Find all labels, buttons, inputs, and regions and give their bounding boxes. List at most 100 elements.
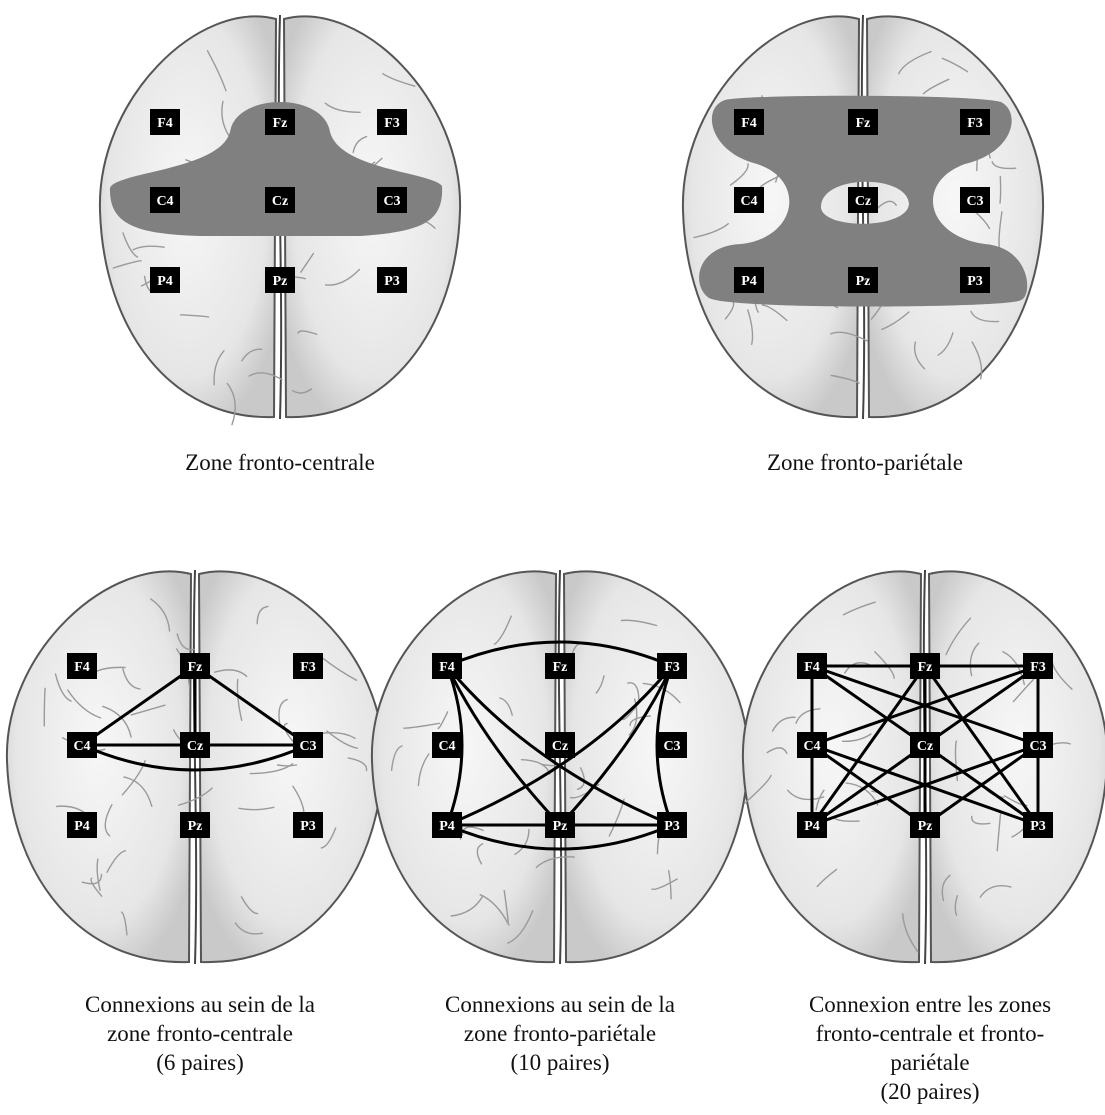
electrode-label: C4 bbox=[438, 739, 455, 754]
caption-line: Connexions au sein de la bbox=[400, 990, 720, 1019]
electrode-label: P4 bbox=[157, 274, 173, 289]
electrode-f4: F4 bbox=[432, 653, 462, 679]
caption-line: fronto-centrale et fronto- bbox=[765, 1019, 1095, 1048]
electrode-label: C4 bbox=[803, 739, 820, 754]
electrode-cz: Cz bbox=[180, 732, 210, 758]
electrode-c4: C4 bbox=[150, 187, 180, 213]
electrode-label: F4 bbox=[741, 116, 757, 131]
electrode-pz: Pz bbox=[848, 267, 878, 293]
electrode-label: C3 bbox=[966, 194, 983, 209]
electrode-cz: Cz bbox=[545, 732, 575, 758]
electrode-c4: C4 bbox=[67, 732, 97, 758]
electrode-f4: F4 bbox=[734, 109, 764, 135]
electrode-p4: P4 bbox=[67, 812, 97, 838]
right-hemisphere bbox=[867, 16, 1043, 417]
electrode-label: Fz bbox=[188, 660, 203, 675]
electrode-label: F3 bbox=[384, 116, 400, 131]
brain-illustration bbox=[7, 570, 383, 964]
electrode-label: C3 bbox=[299, 739, 316, 754]
electrode-label: Pz bbox=[856, 274, 871, 289]
electrode-c4: C4 bbox=[432, 732, 462, 758]
electrode-label: P4 bbox=[804, 819, 820, 834]
brain-illustration bbox=[683, 15, 1043, 419]
electrode-f4: F4 bbox=[150, 109, 180, 135]
electrode-label: C4 bbox=[73, 739, 90, 754]
electrode-label: Cz bbox=[187, 739, 203, 754]
electrode-f3: F3 bbox=[1023, 653, 1053, 679]
electrode-label: Fz bbox=[273, 116, 288, 131]
electrode-label: Cz bbox=[552, 739, 568, 754]
electrode-label: F3 bbox=[1030, 660, 1046, 675]
electrode-fz: Fz bbox=[848, 109, 878, 135]
left-hemisphere bbox=[683, 16, 859, 417]
gyrus-line bbox=[44, 688, 45, 726]
caption-line: (10 paires) bbox=[400, 1048, 720, 1077]
electrode-p3: P3 bbox=[1023, 812, 1053, 838]
electrode-f3: F3 bbox=[960, 109, 990, 135]
electrode-label: Cz bbox=[917, 739, 933, 754]
electrode-p3: P3 bbox=[657, 812, 687, 838]
electrode-f3: F3 bbox=[657, 653, 687, 679]
caption-line: zone fronto-pariétale bbox=[400, 1019, 720, 1048]
caption-line: zone fronto-centrale bbox=[40, 1019, 360, 1048]
electrode-c3: C3 bbox=[960, 187, 990, 213]
electrode-label: Cz bbox=[272, 194, 288, 209]
electrode-pz: Pz bbox=[265, 267, 295, 293]
caption-line: Zone fronto-pariétale bbox=[715, 448, 1015, 477]
electrode-label: Fz bbox=[553, 660, 568, 675]
electrode-cz: Cz bbox=[848, 187, 878, 213]
caption-line: Zone fronto-centrale bbox=[130, 448, 430, 477]
electrode-fz: Fz bbox=[910, 653, 940, 679]
electrode-label: Pz bbox=[553, 819, 568, 834]
left-hemisphere bbox=[372, 571, 556, 962]
electrode-c4: C4 bbox=[797, 732, 827, 758]
electrode-label: Pz bbox=[273, 274, 288, 289]
electrode-f3: F3 bbox=[293, 653, 323, 679]
electrode-p4: P4 bbox=[797, 812, 827, 838]
electrode-label: Fz bbox=[856, 116, 871, 131]
electrode-c3: C3 bbox=[1023, 732, 1053, 758]
electrode-label: C3 bbox=[1029, 739, 1046, 754]
electrode-label: Cz bbox=[855, 194, 871, 209]
electrode-c3: C3 bbox=[657, 732, 687, 758]
caption-line: (20 paires) bbox=[765, 1077, 1095, 1106]
right-hemisphere bbox=[564, 571, 748, 962]
electrode-p3: P3 bbox=[293, 812, 323, 838]
electrode-pz: Pz bbox=[180, 812, 210, 838]
electrode-cz: Cz bbox=[265, 187, 295, 213]
caption-fronto-parietal-connections: Connexions au sein de la zone fronto-par… bbox=[400, 990, 720, 1077]
electrode-c3: C3 bbox=[377, 187, 407, 213]
electrode-label: P4 bbox=[74, 819, 90, 834]
electrode-label: P3 bbox=[384, 274, 400, 289]
caption-between-zones-connections: Connexion entre les zones fronto-central… bbox=[765, 990, 1095, 1106]
electrode-f4: F4 bbox=[67, 653, 97, 679]
electrode-label: P3 bbox=[1030, 819, 1046, 834]
electrode-p3: P3 bbox=[377, 267, 407, 293]
electrode-label: F4 bbox=[439, 660, 455, 675]
electrode-f4: F4 bbox=[797, 653, 827, 679]
electrode-label: F4 bbox=[804, 660, 820, 675]
electrode-label: F4 bbox=[74, 660, 90, 675]
electrode-p4: P4 bbox=[150, 267, 180, 293]
electrode-label: P3 bbox=[300, 819, 316, 834]
midline-fissure bbox=[194, 570, 196, 964]
electrode-label: F3 bbox=[967, 116, 983, 131]
electrode-label: F3 bbox=[664, 660, 680, 675]
gyrus-line bbox=[1000, 177, 1001, 203]
caption-fronto-parietal-zone: Zone fronto-pariétale bbox=[715, 448, 1015, 477]
electrode-fz: Fz bbox=[180, 653, 210, 679]
electrode-label: Pz bbox=[188, 819, 203, 834]
electrode-pz: Pz bbox=[545, 812, 575, 838]
electrode-fz: Fz bbox=[265, 109, 295, 135]
caption-fronto-central-zone: Zone fronto-centrale bbox=[130, 448, 430, 477]
electrode-p3: P3 bbox=[960, 267, 990, 293]
electrode-label: Fz bbox=[918, 660, 933, 675]
electrode-cz: Cz bbox=[910, 732, 940, 758]
electrode-label: F3 bbox=[300, 660, 316, 675]
electrode-label: P3 bbox=[967, 274, 983, 289]
electrode-label: P4 bbox=[741, 274, 757, 289]
caption-line: (6 paires) bbox=[40, 1048, 360, 1077]
electrode-pz: Pz bbox=[910, 812, 940, 838]
midline-fissure bbox=[862, 15, 864, 419]
electrode-p4: P4 bbox=[734, 267, 764, 293]
